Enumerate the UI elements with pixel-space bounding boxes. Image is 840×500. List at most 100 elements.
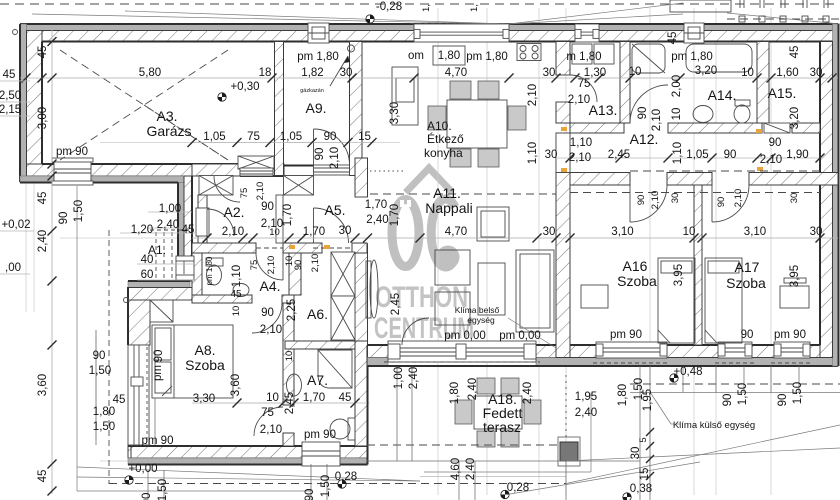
- svg-text:A11.: A11.: [433, 185, 461, 201]
- svg-text:90: 90: [153, 350, 165, 363]
- svg-text:45: 45: [37, 46, 49, 59]
- svg-text:2,45: 2,45: [284, 392, 296, 414]
- svg-text:A12.: A12.: [630, 131, 659, 147]
- svg-text:10: 10: [683, 226, 696, 238]
- svg-text:Nappali: Nappali: [425, 200, 472, 216]
- svg-text:1,70: 1,70: [282, 204, 294, 226]
- svg-text:30: 30: [810, 226, 823, 238]
- svg-text:pm 90: pm 90: [304, 429, 336, 441]
- svg-text:40: 40: [141, 254, 154, 266]
- svg-text:1,50: 1,50: [792, 382, 804, 404]
- svg-text:,00: ,00: [5, 262, 21, 274]
- svg-text:2,50: 2,50: [0, 90, 21, 102]
- svg-text:15: 15: [358, 131, 371, 143]
- svg-text:3,10: 3,10: [744, 226, 766, 238]
- svg-text:90: 90: [777, 394, 789, 407]
- svg-text:45: 45: [37, 470, 49, 483]
- svg-text:2,10: 2,10: [222, 226, 244, 238]
- svg-text:90: 90: [93, 350, 106, 362]
- svg-text:A16: A16: [623, 258, 648, 274]
- svg-text:90: 90: [724, 149, 737, 161]
- svg-text:Garázs: Garázs: [146, 123, 191, 139]
- svg-text:CENTRUM: CENTRUM: [374, 312, 474, 345]
- svg-text:pm 0,00: pm 0,00: [444, 330, 486, 342]
- svg-text:1,: 1,: [469, 4, 480, 12]
- svg-text:10: 10: [266, 392, 279, 404]
- svg-text:90: 90: [637, 107, 649, 120]
- svg-text:1,50: 1,50: [157, 479, 169, 500]
- svg-text:2,25: 2,25: [286, 299, 298, 321]
- svg-text:10: 10: [741, 67, 754, 79]
- svg-text:gázkazán: gázkazán: [300, 88, 324, 94]
- svg-text:3,20: 3,20: [789, 107, 801, 129]
- svg-text:2,40: 2,40: [465, 458, 477, 480]
- svg-text:18: 18: [259, 67, 272, 79]
- svg-text:1,50: 1,50: [73, 200, 85, 222]
- svg-text:90: 90: [261, 201, 274, 213]
- svg-text:10: 10: [284, 256, 295, 267]
- svg-text:45: 45: [3, 69, 16, 81]
- svg-text:2,45: 2,45: [608, 149, 630, 161]
- svg-text:1,90: 1,90: [786, 149, 808, 161]
- svg-text:90: 90: [314, 148, 326, 161]
- svg-text:3,30: 3,30: [193, 393, 215, 405]
- svg-text:1,80: 1,80: [93, 406, 115, 418]
- svg-text:10: 10: [284, 351, 295, 362]
- svg-text:m 1,80: m 1,80: [566, 51, 601, 63]
- svg-text:1,10: 1,10: [527, 142, 539, 164]
- svg-text:1,05: 1,05: [280, 131, 302, 143]
- svg-text:pm 90: pm 90: [610, 329, 642, 341]
- svg-text:75: 75: [247, 131, 260, 143]
- svg-text:75: 75: [261, 407, 274, 419]
- svg-text:pm 1,80: pm 1,80: [205, 256, 214, 285]
- svg-text:A17: A17: [735, 259, 760, 275]
- svg-text:+0,00: +0,00: [128, 463, 157, 475]
- svg-text:1,00: 1,00: [159, 203, 181, 215]
- svg-text:30: 30: [670, 193, 681, 204]
- svg-text:45: 45: [37, 192, 49, 205]
- svg-text:1,95: 1,95: [575, 391, 597, 403]
- svg-text:90: 90: [769, 137, 782, 149]
- svg-text:1,80: 1,80: [449, 382, 461, 404]
- svg-text:2,40: 2,40: [408, 367, 420, 389]
- svg-text:1,50: 1,50: [633, 378, 645, 400]
- svg-text:90: 90: [261, 307, 274, 319]
- svg-text:Szoba: Szoba: [185, 357, 225, 373]
- svg-text:pm 1,80: pm 1,80: [466, 51, 508, 63]
- svg-text:A18.: A18.: [488, 391, 517, 407]
- svg-text:+0,30: +0,30: [230, 81, 259, 93]
- svg-text:2,00: 2,00: [671, 75, 683, 97]
- svg-text:1,10: 1,10: [570, 137, 592, 149]
- svg-text:90: 90: [324, 131, 337, 143]
- svg-text:2,10: 2,10: [760, 154, 782, 166]
- svg-text:1,50: 1,50: [737, 383, 749, 405]
- svg-text:3,00: 3,00: [37, 107, 49, 129]
- svg-text:om: om: [408, 50, 424, 62]
- svg-text:pm 1,80: pm 1,80: [297, 51, 339, 63]
- svg-text:3,60: 3,60: [37, 374, 49, 396]
- svg-text:1,10: 1,10: [672, 142, 684, 164]
- svg-text:Klíma belső: Klíma belső: [455, 305, 500, 315]
- svg-text:1,80: 1,80: [617, 384, 629, 406]
- svg-text:2,10: 2,10: [650, 191, 661, 210]
- svg-text:A13.: A13.: [589, 102, 618, 118]
- svg-text:60: 60: [141, 269, 154, 281]
- svg-text:2,10: 2,10: [260, 424, 282, 436]
- svg-text:3,20: 3,20: [695, 65, 717, 77]
- svg-text:A14.: A14.: [708, 87, 737, 103]
- svg-text:90: 90: [58, 212, 70, 225]
- svg-text:1,70: 1,70: [365, 199, 387, 211]
- svg-text:1,70: 1,70: [389, 204, 401, 226]
- svg-text:1,70: 1,70: [303, 392, 325, 404]
- svg-text:OTTHON: OTTHON: [375, 281, 468, 314]
- svg-text:0,38: 0,38: [630, 483, 652, 495]
- svg-text:10: 10: [231, 306, 242, 317]
- svg-text:5: 5: [638, 437, 649, 442]
- svg-text:Szoba: Szoba: [617, 273, 657, 289]
- svg-text:75: 75: [239, 188, 250, 199]
- svg-text:90: 90: [304, 489, 316, 500]
- svg-text:4,70: 4,70: [445, 226, 467, 238]
- svg-text:1,20: 1,20: [131, 224, 153, 236]
- svg-text:2,10: 2,10: [568, 94, 590, 106]
- svg-text:1,10: 1,10: [231, 265, 243, 287]
